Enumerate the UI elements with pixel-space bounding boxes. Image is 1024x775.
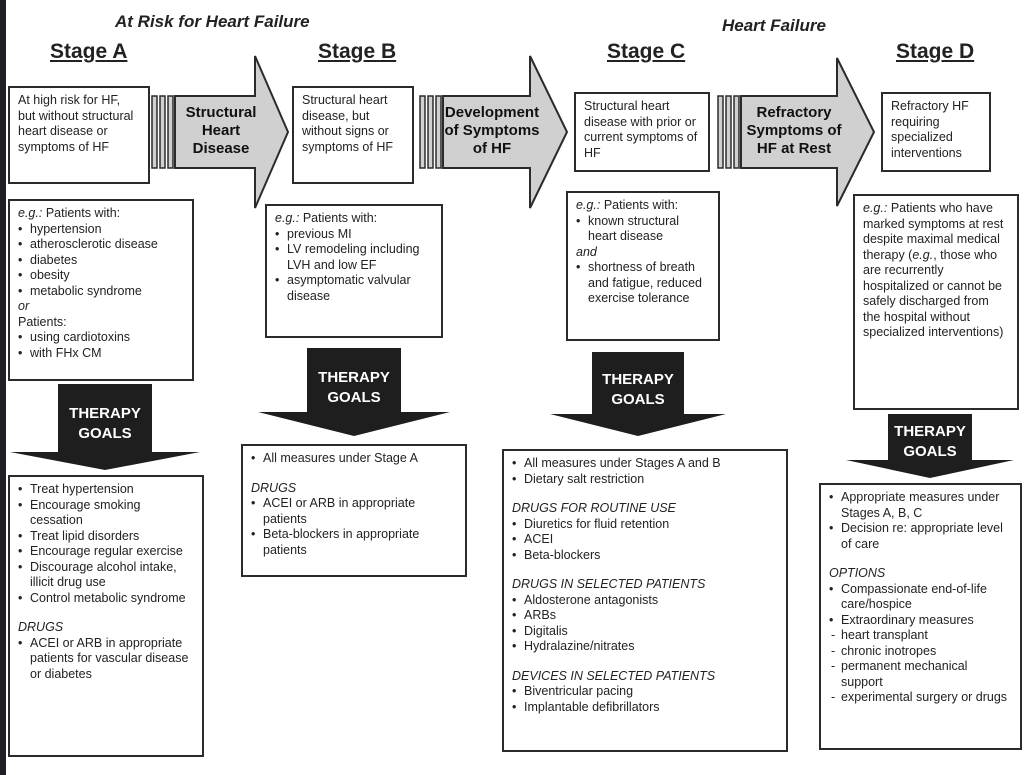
list-item: All measures under Stages A and B — [512, 456, 778, 472]
stage-c-therapy: All measures under Stages A and B Dietar… — [502, 449, 788, 752]
list-item: Digitalis — [512, 624, 778, 640]
list-item: LV remodeling including LVH and low EF — [275, 242, 433, 273]
therapy-goals-arrow-b — [258, 348, 450, 436]
list-item: Dietary salt restriction — [512, 472, 778, 488]
therapy-goals-label-a: THERAPY GOALS — [69, 405, 141, 442]
transition-label-bc: Development of Symptoms of HF — [444, 104, 540, 157]
list-item: diabetes — [18, 253, 184, 269]
therapy-goals-label-d: THERAPY GOALS — [894, 423, 966, 460]
list-item: Aldosterone antagonists — [512, 593, 778, 609]
list-item: Implantable defibrillators — [512, 700, 778, 716]
therapy-goals-arrow-a — [10, 384, 200, 470]
list-item: Treat hypertension — [18, 482, 194, 498]
list-item: asymptomatic valvular disease — [275, 273, 433, 304]
list-item: previous MI — [275, 227, 433, 243]
stage-a-therapy: Treat hypertension Encourage smoking ces… — [8, 475, 204, 757]
list-item: ACEI — [512, 532, 778, 548]
left-edge-strip — [0, 0, 6, 775]
list-item: known structural heart disease — [576, 214, 710, 245]
stage-b-description: Structural heart disease, but without si… — [292, 86, 414, 184]
stage-d-therapy: Appropriate measures under Stages A, B, … — [819, 483, 1022, 750]
transition-label-ab: Structural Heart Disease — [185, 104, 257, 157]
list-item: with FHx CM — [18, 346, 184, 362]
list-item: Beta-blockers — [512, 548, 778, 564]
stage-b-therapy: All measures under Stage A DRUGS ACEI or… — [241, 444, 467, 577]
list-item: hypertension — [18, 222, 184, 238]
list-item: Decision re: appropriate level of care — [829, 521, 1012, 552]
at-risk-header: At Risk for Heart Failure — [115, 12, 310, 31]
therapy-goals-arrow-c — [550, 352, 726, 436]
list-item: Hydralazine/nitrates — [512, 639, 778, 655]
stage-c-title: Stage C — [607, 40, 686, 63]
list-item: experimental surgery or drugs — [829, 690, 1012, 706]
list-item: ACEI or ARB in appropriate patients — [251, 496, 457, 527]
therapy-goals-label-b: THERAPY GOALS — [318, 369, 390, 406]
stage-a-description: At high risk for HF, but without structu… — [8, 86, 150, 184]
therapy-goals-label-c: THERAPY GOALS — [602, 371, 674, 408]
stage-a-title: Stage A — [50, 40, 128, 63]
stage-b-title: Stage B — [318, 40, 397, 63]
list-item: Treat lipid disorders — [18, 529, 194, 545]
stage-c-description: Structural heart disease with prior or c… — [574, 92, 710, 172]
list-item: Beta-blockers in appropriate patients — [251, 527, 457, 558]
heart-failure-header: Heart Failure — [722, 16, 826, 35]
list-item: using cardiotoxins — [18, 330, 184, 346]
list-item: ARBs — [512, 608, 778, 624]
list-item: Compassionate end-of-life care/hospice — [829, 582, 1012, 613]
stage-c-examples: e.g.: Patients with: known structural he… — [566, 191, 720, 341]
arrow-c-to-d — [717, 57, 876, 207]
stage-d-title: Stage D — [896, 40, 975, 63]
list-item: ACEI or ARB in appropriate patients for … — [18, 636, 194, 683]
list-item: atherosclerotic disease — [18, 237, 184, 253]
list-item: obesity — [18, 268, 184, 284]
therapy-goals-arrow-d — [846, 414, 1014, 478]
list-item: Control metabolic syndrome — [18, 591, 194, 607]
list-item: shortness of breath and fatigue, reduced… — [576, 260, 710, 307]
stage-d-examples: e.g.: Patients who have marked symptoms … — [853, 194, 1019, 410]
list-item: permanent mechanical support — [829, 659, 1012, 690]
list-item: metabolic syndrome — [18, 284, 184, 300]
list-item: chronic inotropes — [829, 644, 1012, 660]
arrow-b-to-c — [419, 55, 569, 209]
stage-d-description: Refractory HF requiring specialized inte… — [881, 92, 991, 172]
list-item: heart transplant — [829, 628, 1012, 644]
stage-b-examples: e.g.: Patients with: previous MI LV remo… — [265, 204, 443, 338]
transition-label-cd: Refractory Symptoms of HF at Rest — [746, 104, 842, 157]
list-item: Diuretics for fluid retention — [512, 517, 778, 533]
list-item: Encourage smoking cessation — [18, 498, 194, 529]
list-item: Encourage regular exercise — [18, 544, 194, 560]
list-item: Discourage alcohol intake, illicit drug … — [18, 560, 194, 591]
list-item: All measures under Stage A — [251, 451, 457, 467]
list-item: Extraordinary measures — [829, 613, 1012, 629]
list-item: Appropriate measures under Stages A, B, … — [829, 490, 1012, 521]
stage-a-examples: e.g.: Patients with: hypertension athero… — [8, 199, 194, 381]
arrow-a-to-b — [151, 55, 290, 209]
list-item: Biventricular pacing — [512, 684, 778, 700]
